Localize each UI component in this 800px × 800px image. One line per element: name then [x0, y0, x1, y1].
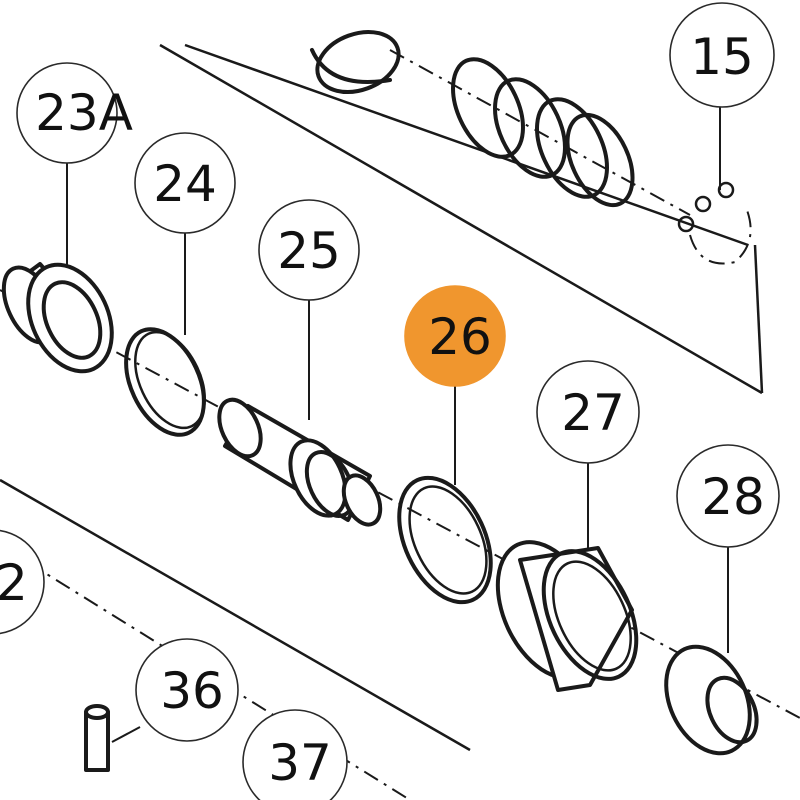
part-28-seal: [664, 644, 759, 756]
callout-32-label: 32: [0, 554, 28, 612]
callout-15[interactable]: 15: [669, 2, 775, 108]
part-24-snap-ring: [124, 327, 206, 437]
callout-24[interactable]: 24: [134, 132, 236, 234]
part-26-o-ring: [397, 475, 493, 605]
callout-32[interactable]: 32: [0, 529, 45, 635]
part-23a-bushing: [1, 262, 114, 374]
housing-outline: [0, 43, 764, 752]
leader-lines: [66, 100, 729, 743]
callout-37-label: 37: [268, 734, 332, 792]
callout-28[interactable]: 28: [676, 444, 780, 548]
callout-23a[interactable]: 23A: [16, 62, 133, 164]
callout-28-label: 28: [701, 468, 765, 526]
part-15-spring: [310, 30, 752, 265]
callout-23a-label: 23A: [35, 84, 133, 142]
callout-37[interactable]: 37: [242, 709, 348, 800]
callout-26-label: 26: [428, 308, 492, 366]
part-27-sleeve: [495, 540, 639, 692]
part-25-piston: [217, 397, 383, 527]
callout-36-label: 36: [160, 662, 224, 720]
callout-27[interactable]: 27: [536, 360, 640, 464]
callout-36[interactable]: 36: [135, 638, 239, 742]
part-36-pin: [84, 704, 110, 772]
callout-25[interactable]: 25: [258, 199, 360, 301]
upper-axis: [389, 49, 691, 216]
callout-26-highlighted[interactable]: 26: [404, 285, 506, 387]
callout-27-label: 27: [561, 384, 625, 442]
callout-25-label: 25: [277, 222, 341, 280]
callout-15-label: 15: [690, 28, 754, 86]
callout-24-label: 24: [153, 155, 217, 213]
